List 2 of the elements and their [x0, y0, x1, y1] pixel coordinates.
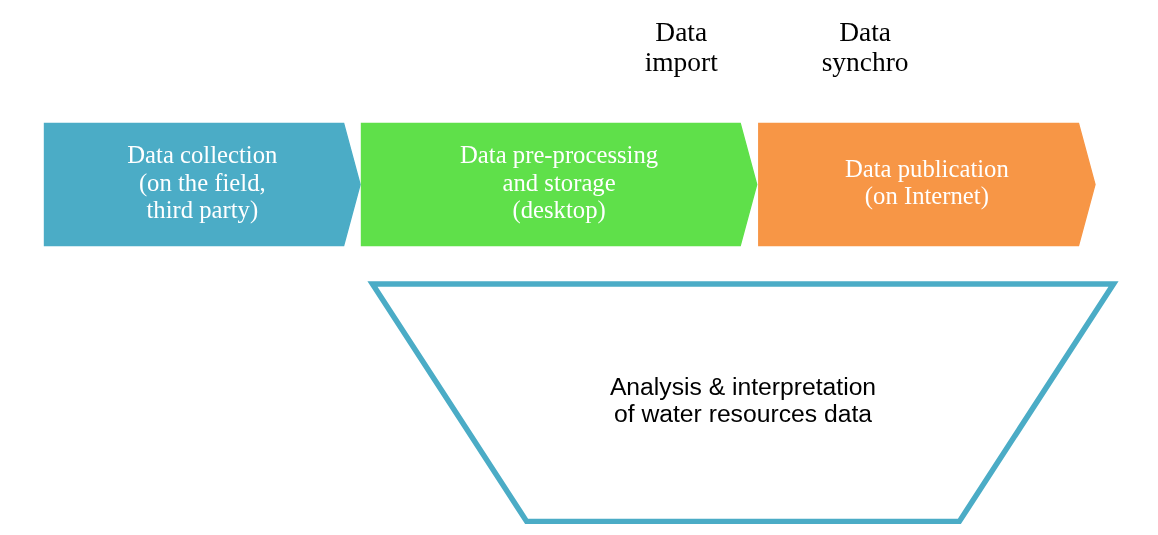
label: Data synchro [821, 17, 909, 78]
label: Data import [644, 17, 718, 78]
